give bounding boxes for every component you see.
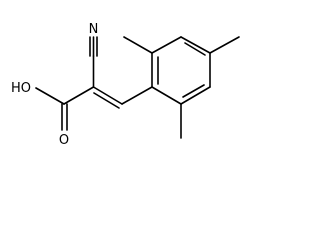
bond-carboxyl-oh: [35, 87, 65, 105]
bond-vinyl-double-2: [93, 92, 120, 109]
bond-ring-3: [180, 36, 211, 54]
atom-label-hydroxyl: HO: [11, 81, 31, 96]
bond-ring-5: [180, 86, 211, 105]
atom-label-carbonyl-o: O: [59, 133, 69, 148]
bond-ring-6: [151, 86, 182, 105]
bond-methyl-top: [123, 36, 153, 54]
bond-vinyl-ring: [121, 86, 153, 105]
bond-ring-inner-2: [184, 42, 206, 56]
bond-vinyl-double-1: [92, 86, 123, 105]
atom-labels: N HO O: [11, 22, 98, 148]
bond-ring-2: [151, 36, 182, 54]
chemical-structure-diagram: N HO O: [11, 22, 240, 148]
atom-label-nitrile-n: N: [89, 22, 99, 37]
bond-alpha-carboxyl: [63, 86, 95, 105]
bond-ring-inner-3: [182, 84, 205, 98]
bonds: [35, 36, 240, 139]
bond-methyl-para: [209, 36, 240, 54]
